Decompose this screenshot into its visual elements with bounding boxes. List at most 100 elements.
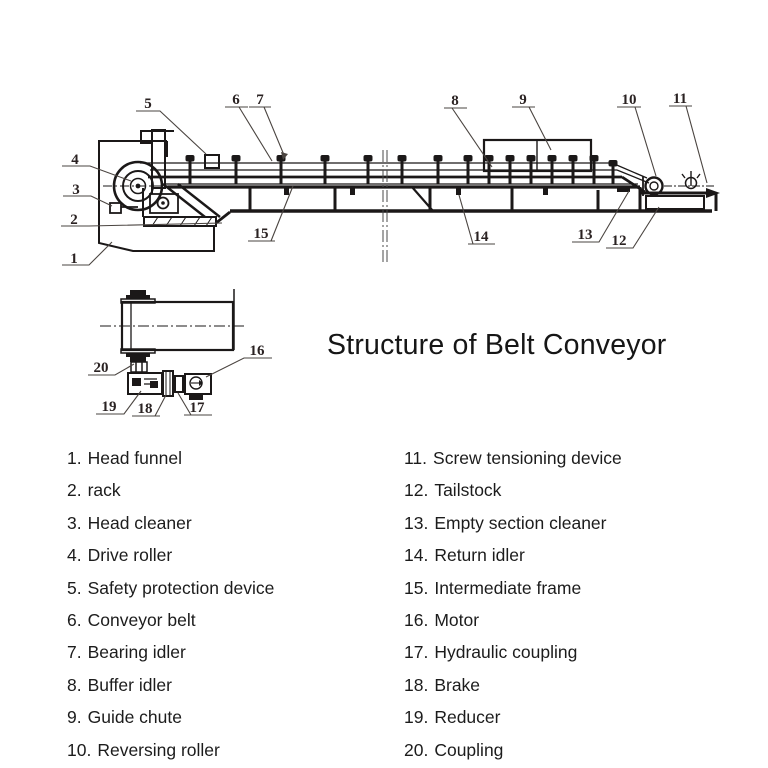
return-idlers	[284, 188, 548, 195]
legend-label: Conveyor belt	[87, 609, 196, 630]
legend-item-3: 3.Head cleaner	[67, 507, 274, 539]
legend-label: Reducer	[434, 707, 501, 728]
intermediate-frame	[168, 185, 712, 213]
legend-label: Screw tensioning device	[433, 448, 622, 468]
legend-item-16: 16.Motor	[404, 604, 622, 636]
legend-item-15: 15.Intermediate frame	[404, 572, 622, 604]
legend-label: Intermediate frame	[434, 577, 582, 598]
legend-column-right: 11.Screw tensioning device 12.Tailstock …	[404, 442, 622, 766]
legend-num: 14.	[404, 545, 429, 566]
callout-17: 17	[190, 400, 206, 416]
legend-label: Brake	[434, 674, 481, 695]
legend-num: 7.	[67, 642, 82, 663]
callout-12: 12	[612, 233, 627, 249]
legend-label: Buffer idler	[87, 674, 172, 695]
legend-item-11: 11.Screw tensioning device	[404, 442, 622, 474]
legend-label: Bearing idler	[87, 642, 186, 663]
page-title: Structure of Belt Conveyor	[327, 329, 667, 361]
legend-item-5: 5.Safety protection device	[67, 572, 274, 604]
callout-20: 20	[94, 360, 109, 376]
detail-coupling	[130, 361, 148, 373]
legend-item-14: 14.Return idler	[404, 539, 622, 571]
bearing-idlers	[185, 155, 443, 184]
legend-label: Tailstock	[434, 480, 502, 501]
legend-item-20: 20.Coupling	[404, 734, 622, 766]
legend-item-7: 7.Bearing idler	[67, 636, 274, 668]
callout-16: 16	[250, 343, 266, 359]
empty-section-cleaner	[617, 187, 630, 192]
break-lines	[382, 150, 388, 262]
callout-15: 15	[254, 226, 269, 242]
legend-num: 13.	[404, 512, 429, 533]
legend-item-10: 10.Reversing roller	[67, 734, 274, 766]
legend-num: 11.	[404, 448, 428, 468]
legend-num: 10.	[67, 739, 92, 760]
head-post	[140, 129, 174, 189]
legend-num: 12.	[404, 480, 429, 501]
legend-item-4: 4.Drive roller	[67, 539, 274, 571]
buffer-idlers	[463, 155, 618, 184]
legend-item-2: 2.rack	[67, 474, 274, 506]
detail-drum	[100, 289, 246, 352]
legend-label: Reversing roller	[97, 739, 220, 760]
legend-item-18: 18.Brake	[404, 669, 622, 701]
legend-num: 2.	[67, 480, 82, 501]
callout-7: 7	[256, 92, 264, 108]
callout-18: 18	[138, 401, 153, 417]
drive-unit-detail-drawing	[100, 289, 246, 400]
legend-item-19: 19.Reducer	[404, 701, 622, 733]
legend-num: 19.	[404, 707, 429, 728]
legend-label: Hydraulic coupling	[434, 642, 578, 663]
legend-num: 4.	[67, 545, 82, 566]
legend-label: Guide chute	[87, 707, 182, 728]
legend-num: 18.	[404, 674, 429, 695]
safety-protection-device	[204, 154, 220, 169]
head-funnel-outline	[98, 140, 215, 252]
callout-9: 9	[519, 92, 527, 108]
legend-item-9: 9.Guide chute	[67, 701, 274, 733]
legend-num: 3.	[67, 512, 82, 533]
legend-num: 8.	[67, 674, 82, 695]
legend-label: Empty section cleaner	[434, 512, 607, 533]
legend-num: 20.	[404, 739, 429, 760]
legend-item-1: 1.Head funnel	[67, 442, 274, 474]
legend-label: Return idler	[434, 545, 525, 566]
legend-label: rack	[87, 480, 121, 501]
detail-bearing-blocks	[120, 290, 156, 362]
callout-11: 11	[673, 91, 687, 107]
callout-14: 14	[474, 229, 490, 245]
legend-num: 15.	[404, 577, 429, 598]
callout-8: 8	[451, 93, 459, 109]
callout-1: 1	[70, 251, 78, 267]
legend-num: 5.	[67, 577, 82, 598]
tailstock	[640, 191, 718, 211]
callout-13: 13	[578, 227, 593, 243]
detail-brake	[162, 370, 174, 397]
legend-item-8: 8.Buffer idler	[67, 669, 274, 701]
legend-item-13: 13.Empty section cleaner	[404, 507, 622, 539]
legend-item-12: 12.Tailstock	[404, 474, 622, 506]
rack-base-plate	[142, 183, 231, 227]
legend-label: Head cleaner	[87, 512, 192, 533]
legend-num: 1.	[67, 448, 82, 468]
callout-5: 5	[144, 96, 152, 112]
callout-10: 10	[622, 92, 637, 108]
legend-column-left: 1.Head funnel 2.rack 3.Head cleaner 4.Dr…	[67, 442, 274, 766]
legend-item-6: 6.Conveyor belt	[67, 604, 274, 636]
legend-num: 17.	[404, 642, 429, 663]
callout-6: 6	[232, 92, 240, 108]
head-drive-unit	[149, 193, 179, 214]
legend-item-17: 17.Hydraulic coupling	[404, 636, 622, 668]
callout-3: 3	[72, 182, 80, 198]
legend-num: 9.	[67, 707, 82, 728]
legend-label: Drive roller	[87, 545, 173, 566]
detail-motor	[184, 373, 212, 400]
callout-4: 4	[71, 152, 79, 168]
legend-num: 16.	[404, 609, 429, 630]
detail-reducer	[127, 372, 163, 395]
head-cleaner	[109, 202, 138, 214]
legend-label: Safety protection device	[87, 577, 275, 598]
callout-19: 19	[102, 399, 117, 415]
callout-2: 2	[70, 212, 78, 228]
